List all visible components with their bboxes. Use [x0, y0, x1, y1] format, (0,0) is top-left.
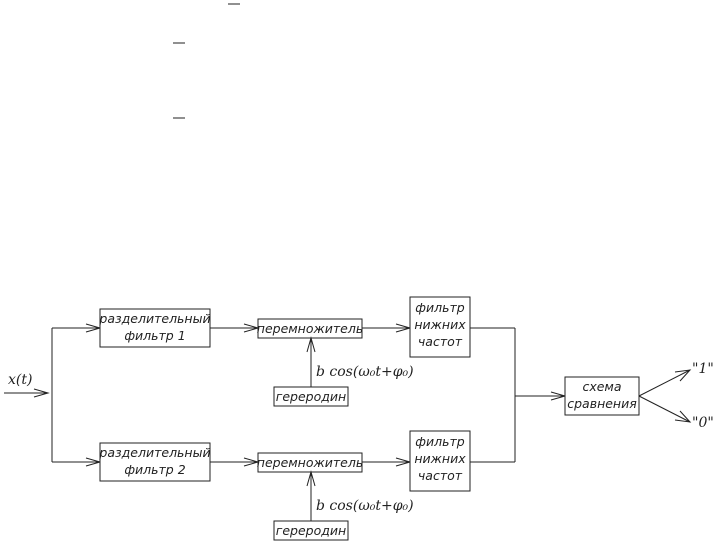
output-1-label: "1" [692, 361, 714, 377]
lowpass-filter-1-line3: частот [418, 334, 463, 349]
lowpass-filter-1 [409, 296, 471, 358]
multiplier-1-label: перемножитель [257, 321, 363, 336]
lowpass-filter-1-line2: нижних [414, 317, 466, 332]
lowpass-filter-2-line1: фильтр [415, 434, 464, 449]
comparator [564, 376, 640, 416]
channel-1: разделительный фильтр 1 перемножитель фи… [52, 296, 515, 407]
input-arrowhead [33, 388, 50, 398]
separator-filter-1-line2: фильтр 1 [124, 328, 185, 343]
comparator-line2: сравнения [567, 396, 637, 411]
reference-signal-1: b cos(ω₀t+φ₀) [316, 364, 414, 380]
lowpass-filter-2 [409, 430, 471, 492]
lowpass-filter-2-line3: частот [418, 468, 463, 483]
output-1-arrow [638, 369, 692, 397]
multiplier-2-label: перемножитель [257, 455, 363, 470]
top-fragment-marks [173, 3, 240, 119]
output-0-label: "0" [692, 415, 714, 431]
separator-filter-2-line2: фильтр 2 [124, 462, 185, 477]
input-signal-label: x(t) [8, 372, 32, 388]
oscillator-1-label: гереродин [276, 389, 346, 404]
lowpass-filter-2-line2: нижних [414, 451, 466, 466]
separator-filter-2 [99, 442, 211, 482]
separator-filter-2-line1: разделительный [98, 445, 210, 460]
reference-signal-2: b cos(ω₀t+φ₀) [316, 498, 414, 514]
separator-filter-1 [99, 308, 211, 348]
lowpass-filter-1-line1: фильтр [415, 300, 464, 315]
comparator-line1: схема [582, 379, 621, 394]
separator-filter-1-line1: разделительный [98, 311, 210, 326]
output-0-arrow [638, 395, 692, 423]
oscillator-2-label: гереродин [276, 523, 346, 538]
channel-2: разделительный фильтр 2 перемножитель фи… [52, 430, 515, 541]
